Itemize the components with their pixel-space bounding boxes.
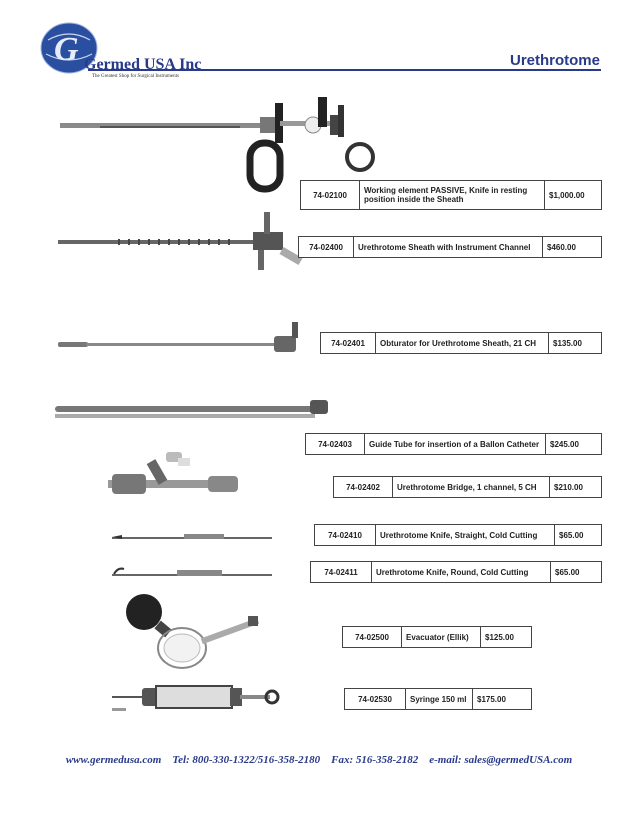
product-description: Urethrotome Sheath with Instrument Chann… xyxy=(354,237,543,257)
product-code: 74-02400 xyxy=(299,237,354,257)
product-price: $460.00 xyxy=(547,242,576,252)
product-row: 74-02410 Urethrotome Knife, Straight, Co… xyxy=(314,524,602,546)
guide-tube-image xyxy=(55,400,328,418)
product-description: Urethrotome Bridge, 1 channel, 5 CH xyxy=(393,477,550,497)
evacuator-image xyxy=(126,594,260,669)
bridge-image xyxy=(108,452,238,494)
phone-number: Tel: 800-330-1322/516-358-2180 xyxy=(172,754,321,766)
product-price: $210.00 xyxy=(554,482,583,492)
product-price: $65.00 xyxy=(555,567,580,577)
product-code: 74-02401 xyxy=(321,333,376,353)
product-row: 74-02402 Urethrotome Bridge, 1 channel, … xyxy=(333,476,602,498)
product-description: Urethrotome Knife, Round, Cold Cutting xyxy=(372,562,551,582)
syringe-image xyxy=(112,685,280,711)
working-element-image xyxy=(60,97,375,193)
product-row: 74-02411 Urethrotome Knife, Round, Cold … xyxy=(310,561,602,583)
product-price: $175.00 xyxy=(477,694,506,704)
obturator-image xyxy=(58,322,298,352)
product-description: Obturator for Urethrotome Sheath, 21 CH xyxy=(376,333,549,353)
product-price: $245.00 xyxy=(550,439,579,449)
product-description: Working element PASSIVE, Knife in restin… xyxy=(360,181,545,209)
product-row: 74-02403 Guide Tube for insertion of a B… xyxy=(305,433,602,455)
product-description: Syringe 150 ml xyxy=(406,689,473,709)
product-price: $125.00 xyxy=(485,632,514,642)
product-row: 74-02400 Urethrotome Sheath with Instrum… xyxy=(298,236,602,258)
product-row: 74-02500 Evacuator (Ellik) $125.00 xyxy=(342,626,532,648)
product-row: 74-02100 Working element PASSIVE, Knife … xyxy=(300,180,602,210)
product-code: 74-02403 xyxy=(306,434,365,454)
product-description: Evacuator (Ellik) xyxy=(402,627,481,647)
product-description: Guide Tube for insertion of a Ballon Cat… xyxy=(365,434,546,454)
sheath-image xyxy=(58,212,303,270)
product-description: Urethrotome Knife, Straight, Cold Cuttin… xyxy=(376,525,555,545)
product-code: 74-02530 xyxy=(345,689,406,709)
fax-number: Fax: 516-358-2182 xyxy=(331,754,419,766)
product-code: 74-02411 xyxy=(311,562,372,582)
header-divider xyxy=(88,69,601,71)
product-price: $65.00 xyxy=(559,530,584,540)
product-code: 74-02410 xyxy=(315,525,376,545)
email-link[interactable]: e-mail: sales@germedUSA.com xyxy=(429,754,573,766)
company-logo: G Germed USA Inc The Greatest Shop for S… xyxy=(38,20,208,80)
knife-straight-image xyxy=(112,534,272,539)
svg-text:G: G xyxy=(54,31,79,68)
product-code: 74-02100 xyxy=(301,181,360,209)
product-row: 74-02401 Obturator for Urethrotome Sheat… xyxy=(320,332,602,354)
website-link[interactable]: www.germedusa.com xyxy=(65,754,162,766)
product-price: $135.00 xyxy=(553,338,582,348)
company-tagline: The Greatest Shop for Surgical Instrumen… xyxy=(92,74,179,79)
product-price: $1,000.00 xyxy=(549,190,585,200)
page-title: Urethrotome xyxy=(509,52,600,69)
product-code: 74-02500 xyxy=(343,627,402,647)
product-row: 74-02530 Syringe 150 ml $175.00 xyxy=(344,688,532,710)
knife-round-image xyxy=(112,567,272,576)
globe-logo-icon: G xyxy=(40,22,98,74)
product-code: 74-02402 xyxy=(334,477,393,497)
company-name: Germed USA Inc xyxy=(84,56,202,73)
contact-footer: www.germedusa.com Tel: 800-330-1322/516-… xyxy=(0,754,638,766)
